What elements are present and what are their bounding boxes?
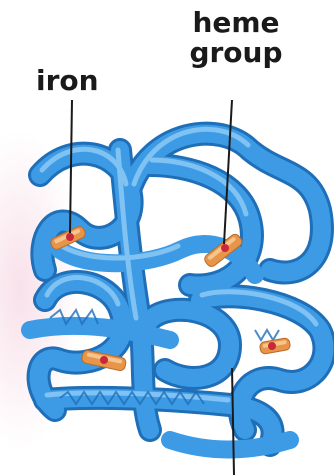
heme-group-label: heme group [180, 8, 292, 68]
iron-label: iron [36, 66, 99, 96]
iron-atom-3 [100, 356, 108, 364]
iron-atom-2 [221, 244, 229, 252]
heme-group-4 [259, 337, 291, 354]
iron-atom-1 [66, 233, 74, 241]
iron-atom-4 [268, 342, 276, 350]
lower-pointer-line [232, 368, 234, 475]
heme-label-line1: heme [180, 8, 292, 38]
heme-label-line2: group [180, 38, 292, 68]
